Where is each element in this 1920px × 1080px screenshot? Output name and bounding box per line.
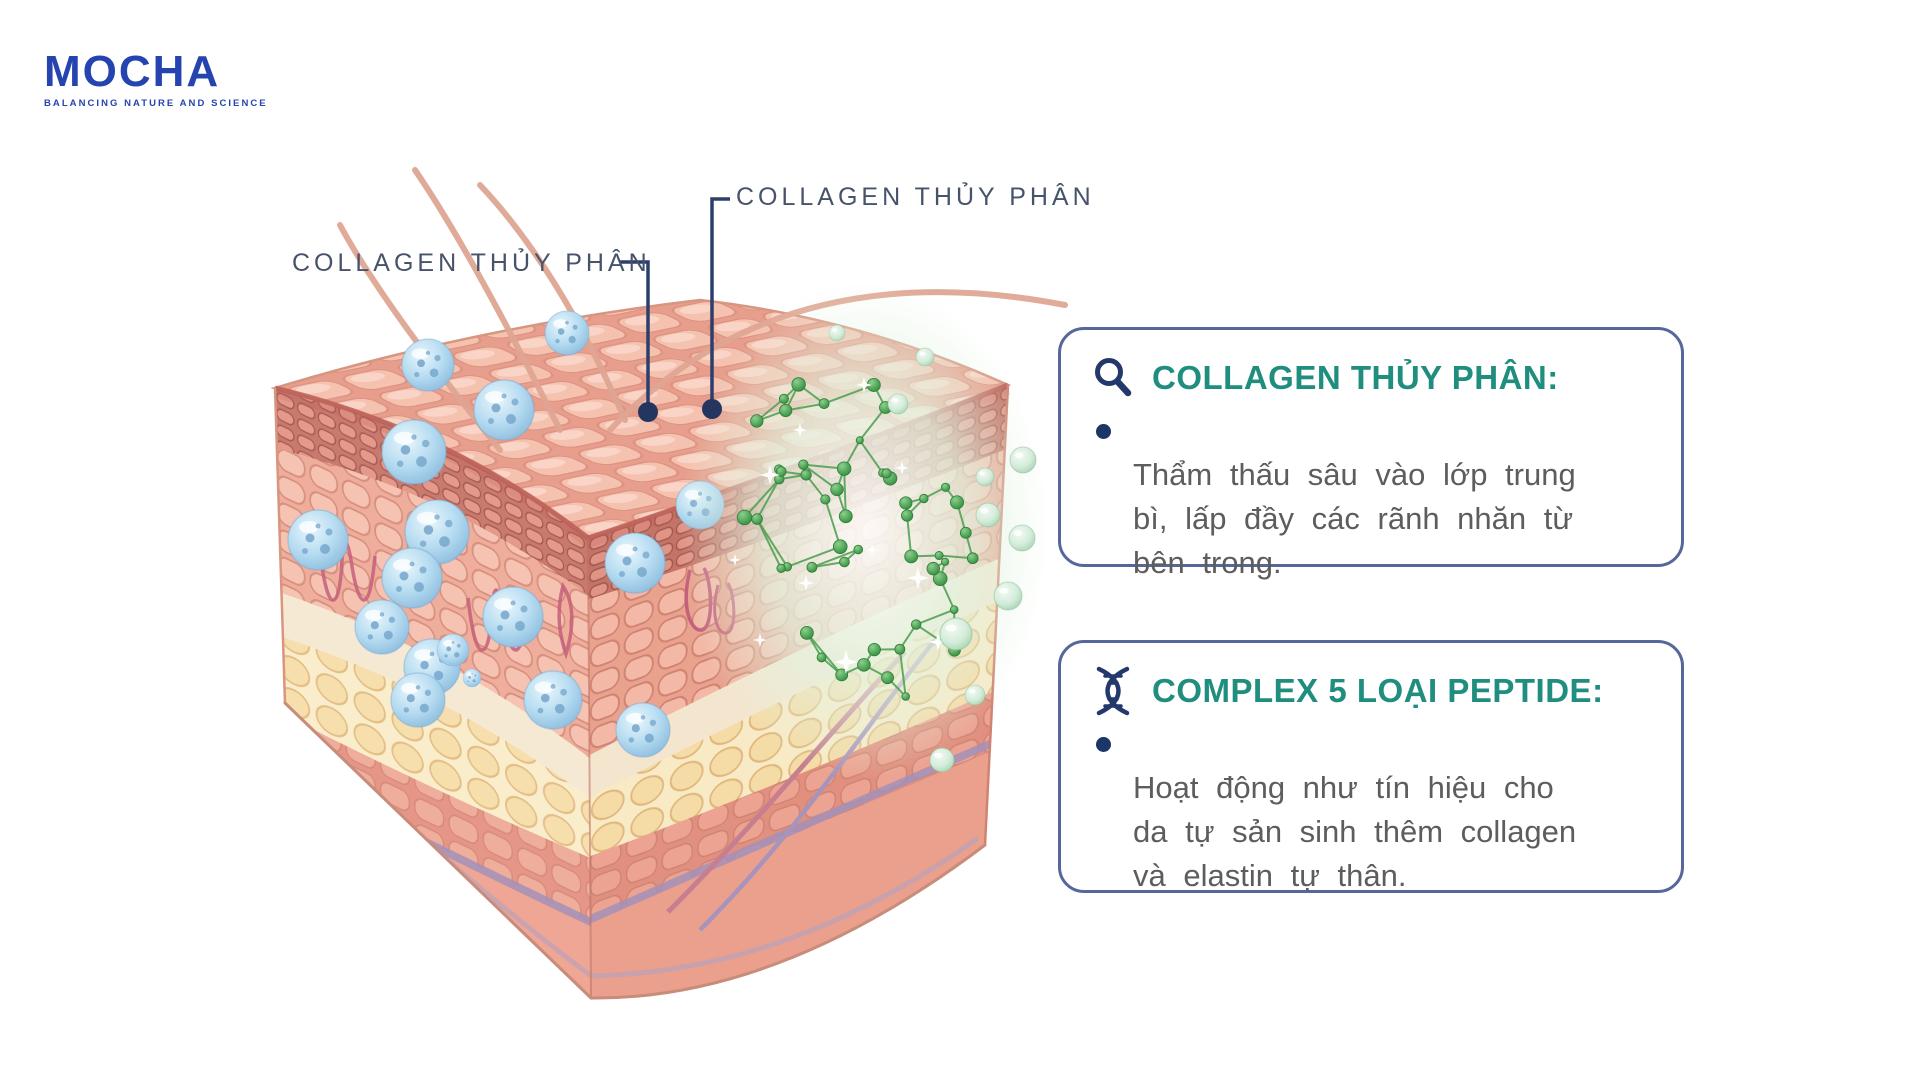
brand-name: MOCHA xyxy=(44,47,221,96)
info-box-collagen: COLLAGEN THỦY PHÂN: Thẩm thấu sâu vào lớ… xyxy=(1058,327,1684,580)
info-box-collagen-text: Thẩm thấu sâu vào lớp trung bì, lấp đầy … xyxy=(1133,457,1576,581)
info-box-peptide-text: Hoạt động như tín hiệu cho da tự sản sin… xyxy=(1133,770,1577,894)
peptide-glow xyxy=(680,280,1050,780)
label-connectors xyxy=(620,197,730,422)
info-box-peptide-body: Hoạt động như tín hiệu cho da tự sản sin… xyxy=(1089,722,1651,898)
magnifier-icon xyxy=(1089,354,1137,402)
label-collagen-top: COLLAGEN THỦY PHÂN xyxy=(736,183,1095,211)
label-collagen-left: COLLAGEN THỦY PHÂN xyxy=(292,249,651,277)
dna-icon xyxy=(1089,666,1137,716)
info-box-peptide-header: COMPLEX 5 LOẠI PEPTIDE: xyxy=(1089,666,1651,716)
sparkles xyxy=(729,377,947,674)
info-box-collagen-title: COLLAGEN THỦY PHÂN: xyxy=(1152,359,1559,396)
info-box-collagen-body: Thẩm thấu sâu vào lớp trung bì, lấp đầy … xyxy=(1089,409,1651,585)
bullet-dot xyxy=(1096,424,1111,439)
bullet-dot xyxy=(1096,737,1111,752)
info-box-peptide-title: COMPLEX 5 LOẠI PEPTIDE: xyxy=(1152,672,1604,709)
info-box-peptide: COMPLEX 5 LOẠI PEPTIDE: Hoạt động như tí… xyxy=(1058,640,1684,893)
brand-logo: MOCHA BALANCING NATURE AND SCIENCE xyxy=(44,47,268,110)
brand-tagline: BALANCING NATURE AND SCIENCE xyxy=(44,98,268,109)
info-box-collagen-header: COLLAGEN THỦY PHÂN: xyxy=(1089,354,1651,402)
peptide-molecule-clusters xyxy=(736,377,979,701)
